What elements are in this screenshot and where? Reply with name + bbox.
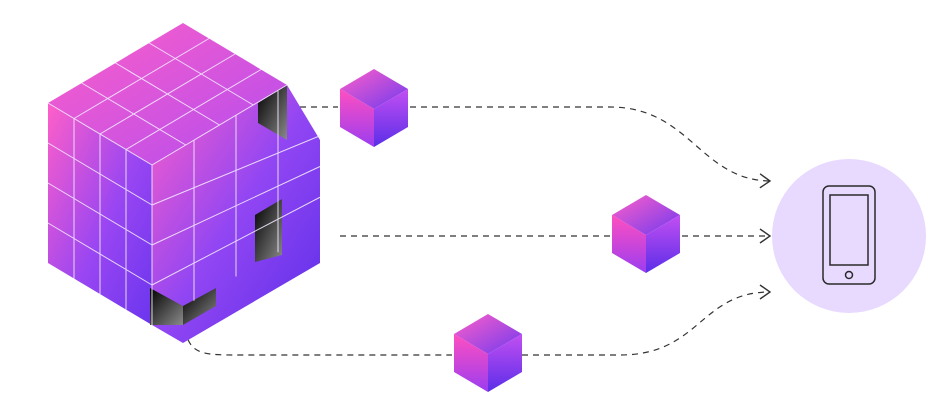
data-packet-icon	[340, 69, 408, 147]
cube-void-mid	[255, 199, 282, 262]
cube-grid-line	[47, 182, 153, 246]
mobile-device	[772, 159, 926, 313]
cube-grid-line	[151, 166, 321, 246]
cube-void-top	[258, 85, 287, 140]
data-packet-icon	[454, 314, 522, 392]
data-packet-icon	[612, 195, 680, 273]
cube-void-bottom-left	[150, 288, 183, 325]
cube-grid-line	[151, 84, 288, 166]
cube-void-bottom-right	[183, 288, 216, 325]
data-cube-icon	[47, 23, 321, 343]
cube-grid-line	[99, 53, 236, 135]
cube-grid-line	[125, 69, 262, 150]
connector-top	[300, 106, 770, 181]
mobile-phone-icon	[822, 185, 876, 285]
cube-grid-line	[47, 222, 153, 286]
cube-grid-line	[151, 196, 321, 286]
cube-grid-line	[148, 42, 254, 106]
cube-grid-line	[47, 102, 153, 166]
device-circle	[772, 159, 926, 313]
